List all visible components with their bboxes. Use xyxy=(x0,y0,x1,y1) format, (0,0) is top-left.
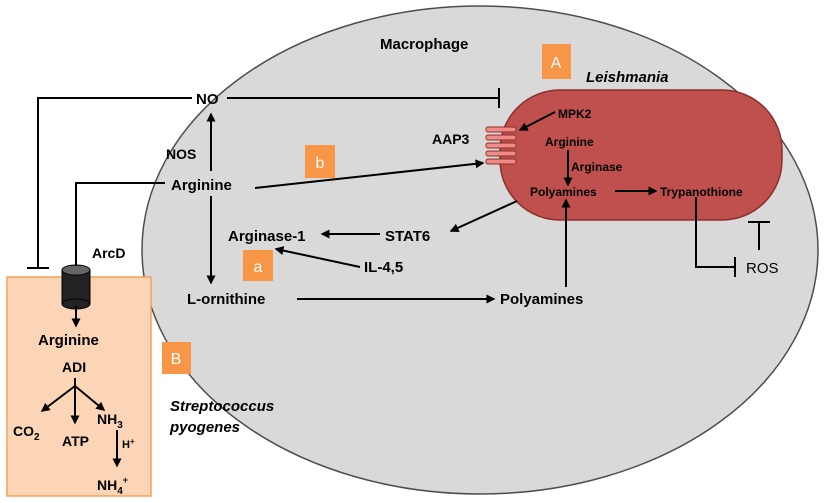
co2-label: CO2 xyxy=(13,423,40,443)
edge-parasite-to-stat6 xyxy=(449,200,518,232)
badge-A-label: A xyxy=(551,55,562,72)
nh4-label: NH4+ xyxy=(97,475,128,497)
ornithine-label: L-ornithine xyxy=(187,291,265,308)
nh4-superscript: + xyxy=(123,475,128,485)
nh4-subscript: 4 xyxy=(117,486,123,497)
edge-arginine-to-aap3 xyxy=(254,159,485,189)
edge-arginine-to-streptococcus xyxy=(75,182,165,266)
badge-B xyxy=(162,342,191,374)
polyamines-label: Polyamines xyxy=(500,291,583,308)
arginase1-label: Arginase-1 xyxy=(228,228,306,245)
streptococcus-label-line1: Streptococcus xyxy=(170,398,274,415)
nh4-base: NH xyxy=(97,477,117,493)
il45-label: IL-4,5 xyxy=(364,259,403,276)
macrophage-label: Macrophage xyxy=(380,36,468,53)
leishmania-label: Leishmania xyxy=(586,69,669,86)
edge-no-inhibits-streptococcus xyxy=(37,97,192,268)
edge-adi-to-nh3 xyxy=(74,385,106,411)
adi-label: ADI xyxy=(62,359,86,375)
nh3-base: NH xyxy=(97,411,117,427)
mpk2-label: MPK2 xyxy=(558,107,592,121)
no-label: NO xyxy=(196,91,219,108)
leishmania-cell xyxy=(499,89,783,221)
co2-base: CO xyxy=(13,423,34,439)
edge-il45-to-arginase1 xyxy=(274,246,361,268)
co2-subscript: 2 xyxy=(34,432,40,443)
bacteria-arginine-label: Arginine xyxy=(38,332,99,349)
aap3-transporter xyxy=(485,126,517,165)
nh3-label: NH3 xyxy=(97,411,123,431)
nos-label: NOS xyxy=(166,146,196,162)
h-plus-label: H+ xyxy=(122,437,135,451)
arginine-label: Arginine xyxy=(171,177,232,194)
arcd-channel xyxy=(61,264,91,310)
badge-a-label: a xyxy=(254,259,263,276)
arginase-label: Arginase xyxy=(571,160,623,174)
edge-mpk2-to-aap3 xyxy=(518,111,556,131)
badge-b-label: b xyxy=(316,155,325,172)
trypanothione-label: Trypanothione xyxy=(660,185,743,199)
stat6-label: STAT6 xyxy=(385,228,430,245)
badge-a xyxy=(243,250,273,281)
h-plus-superscript: + xyxy=(130,437,135,446)
ros-label: ROS xyxy=(746,260,779,277)
nh3-subscript: 3 xyxy=(117,420,123,431)
aap3-label: AAP3 xyxy=(432,131,470,147)
arcd-label: ArcD xyxy=(92,245,125,261)
parasite-arginine-label: Arginine xyxy=(545,135,594,149)
streptococcus-cell xyxy=(6,276,152,497)
pathway-edges xyxy=(27,88,770,468)
badge-A xyxy=(542,44,571,79)
edge-adi-to-co2 xyxy=(40,385,76,412)
h-plus-base: H xyxy=(122,439,130,451)
atp-label: ATP xyxy=(62,433,89,449)
parasite-polyamines-label: Polyamines xyxy=(530,185,597,199)
edge-trypanothione-inhibits-ros xyxy=(695,197,735,268)
badge-b xyxy=(305,145,335,178)
streptococcus-label-line2: pyogenes xyxy=(169,419,240,436)
badge-B-label: B xyxy=(171,351,182,368)
